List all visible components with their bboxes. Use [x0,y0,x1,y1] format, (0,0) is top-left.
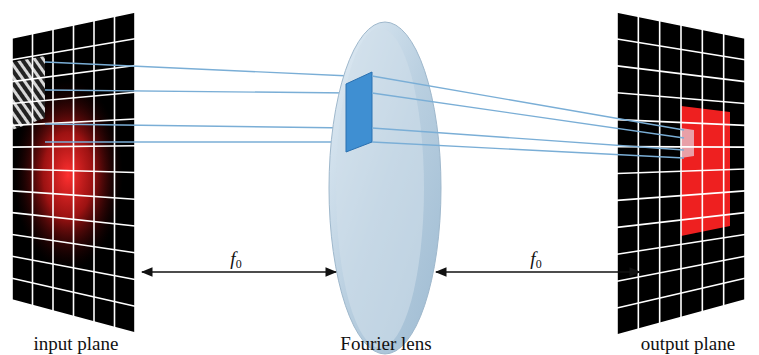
output-spot [681,128,694,158]
lens-face [336,28,424,348]
output-plane [617,12,745,335]
light-rays [372,76,684,158]
distance-arrow [436,271,640,272]
plane-label: output plane [641,334,735,353]
plane-label: input plane [34,334,119,353]
focal-length: f0 [227,249,244,270]
input-grid [12,12,135,333]
lens-aperture [346,72,372,152]
distance-arrow [142,271,336,272]
output-grid [617,12,745,335]
fourier-lens [329,22,441,354]
lens-label: Fourier lens [340,334,431,353]
light-rays [45,62,350,142]
input-plane [12,12,135,333]
focal-length: f0 [527,249,544,270]
input-grating [12,56,45,130]
